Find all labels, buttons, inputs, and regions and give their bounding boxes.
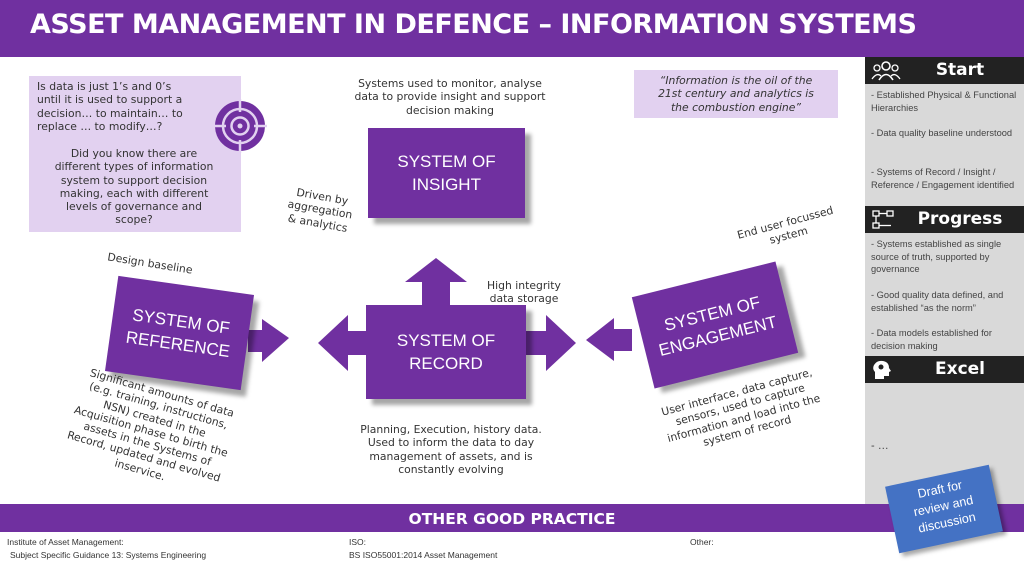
excel-item-1: - …	[871, 440, 889, 452]
system-of-record: SYSTEM OF RECORD	[366, 305, 526, 399]
start-header: Start	[865, 57, 1024, 84]
footer-references: Institute of Asset Management: Subject S…	[0, 532, 1024, 576]
excel-header: Excel	[865, 356, 1024, 383]
iam-reference: Institute of Asset Management: Subject S…	[7, 537, 207, 560]
progress-header: Progress	[865, 206, 1024, 233]
arrow-up-to-insight	[405, 258, 467, 306]
header-bar: ASSET MANAGEMENT IN DEFENCE – INFORMATIO…	[0, 0, 1024, 57]
question-text-2: Did you know there are different types o…	[54, 147, 214, 227]
insight-description: Systems used to monitor, analyse data to…	[354, 77, 546, 117]
maturity-sidebar: Start - Established Physical & Functiona…	[865, 57, 1024, 504]
arrow-left-to-reference	[318, 315, 368, 371]
system-of-reference: SYSTEM OF REFERENCE	[104, 275, 255, 391]
footer-title: OTHER GOOD PRACTICE	[408, 510, 616, 528]
footer-band: OTHER GOOD PRACTICE	[0, 504, 1024, 532]
quote-box	[634, 70, 838, 118]
question-text-1: Is data is just 1’s and 0’s until it is …	[37, 80, 183, 133]
system-of-insight: SYSTEM OF INSIGHT	[368, 128, 525, 218]
page-title: ASSET MANAGEMENT IN DEFENCE – INFORMATIO…	[30, 9, 917, 40]
question-box	[29, 76, 241, 232]
arrow-reference-in	[248, 319, 289, 362]
start-item-3: - Systems of Record / Insight / Referenc…	[871, 167, 1015, 190]
head-idea-icon	[873, 360, 891, 379]
progress-item-2: - Good quality data defined, and establi…	[871, 290, 1004, 313]
flowchart-icon	[872, 210, 894, 229]
start-item-2: - Data quality baseline understood	[871, 128, 1013, 138]
arrow-engagement-in	[586, 318, 632, 361]
progress-item-3: - Data models established for decision m…	[871, 328, 992, 351]
people-icon	[871, 61, 901, 81]
other-reference: Other:	[690, 537, 714, 547]
progress-item-1: - Systems established as single source o…	[871, 239, 1002, 274]
high-integrity-label: High integrity data storage	[487, 279, 561, 306]
quote-text: “Information is the oil of the 21st cent…	[658, 74, 814, 114]
start-item-1: - Established Physical & Functional Hier…	[871, 90, 1017, 113]
iso-reference: ISO: BS ISO55001:2014 Asset Management	[349, 537, 498, 560]
record-description: Planning, Execution, history data. Used …	[360, 423, 542, 476]
arrow-right-to-engagement	[526, 315, 576, 371]
target-icon	[213, 99, 267, 153]
